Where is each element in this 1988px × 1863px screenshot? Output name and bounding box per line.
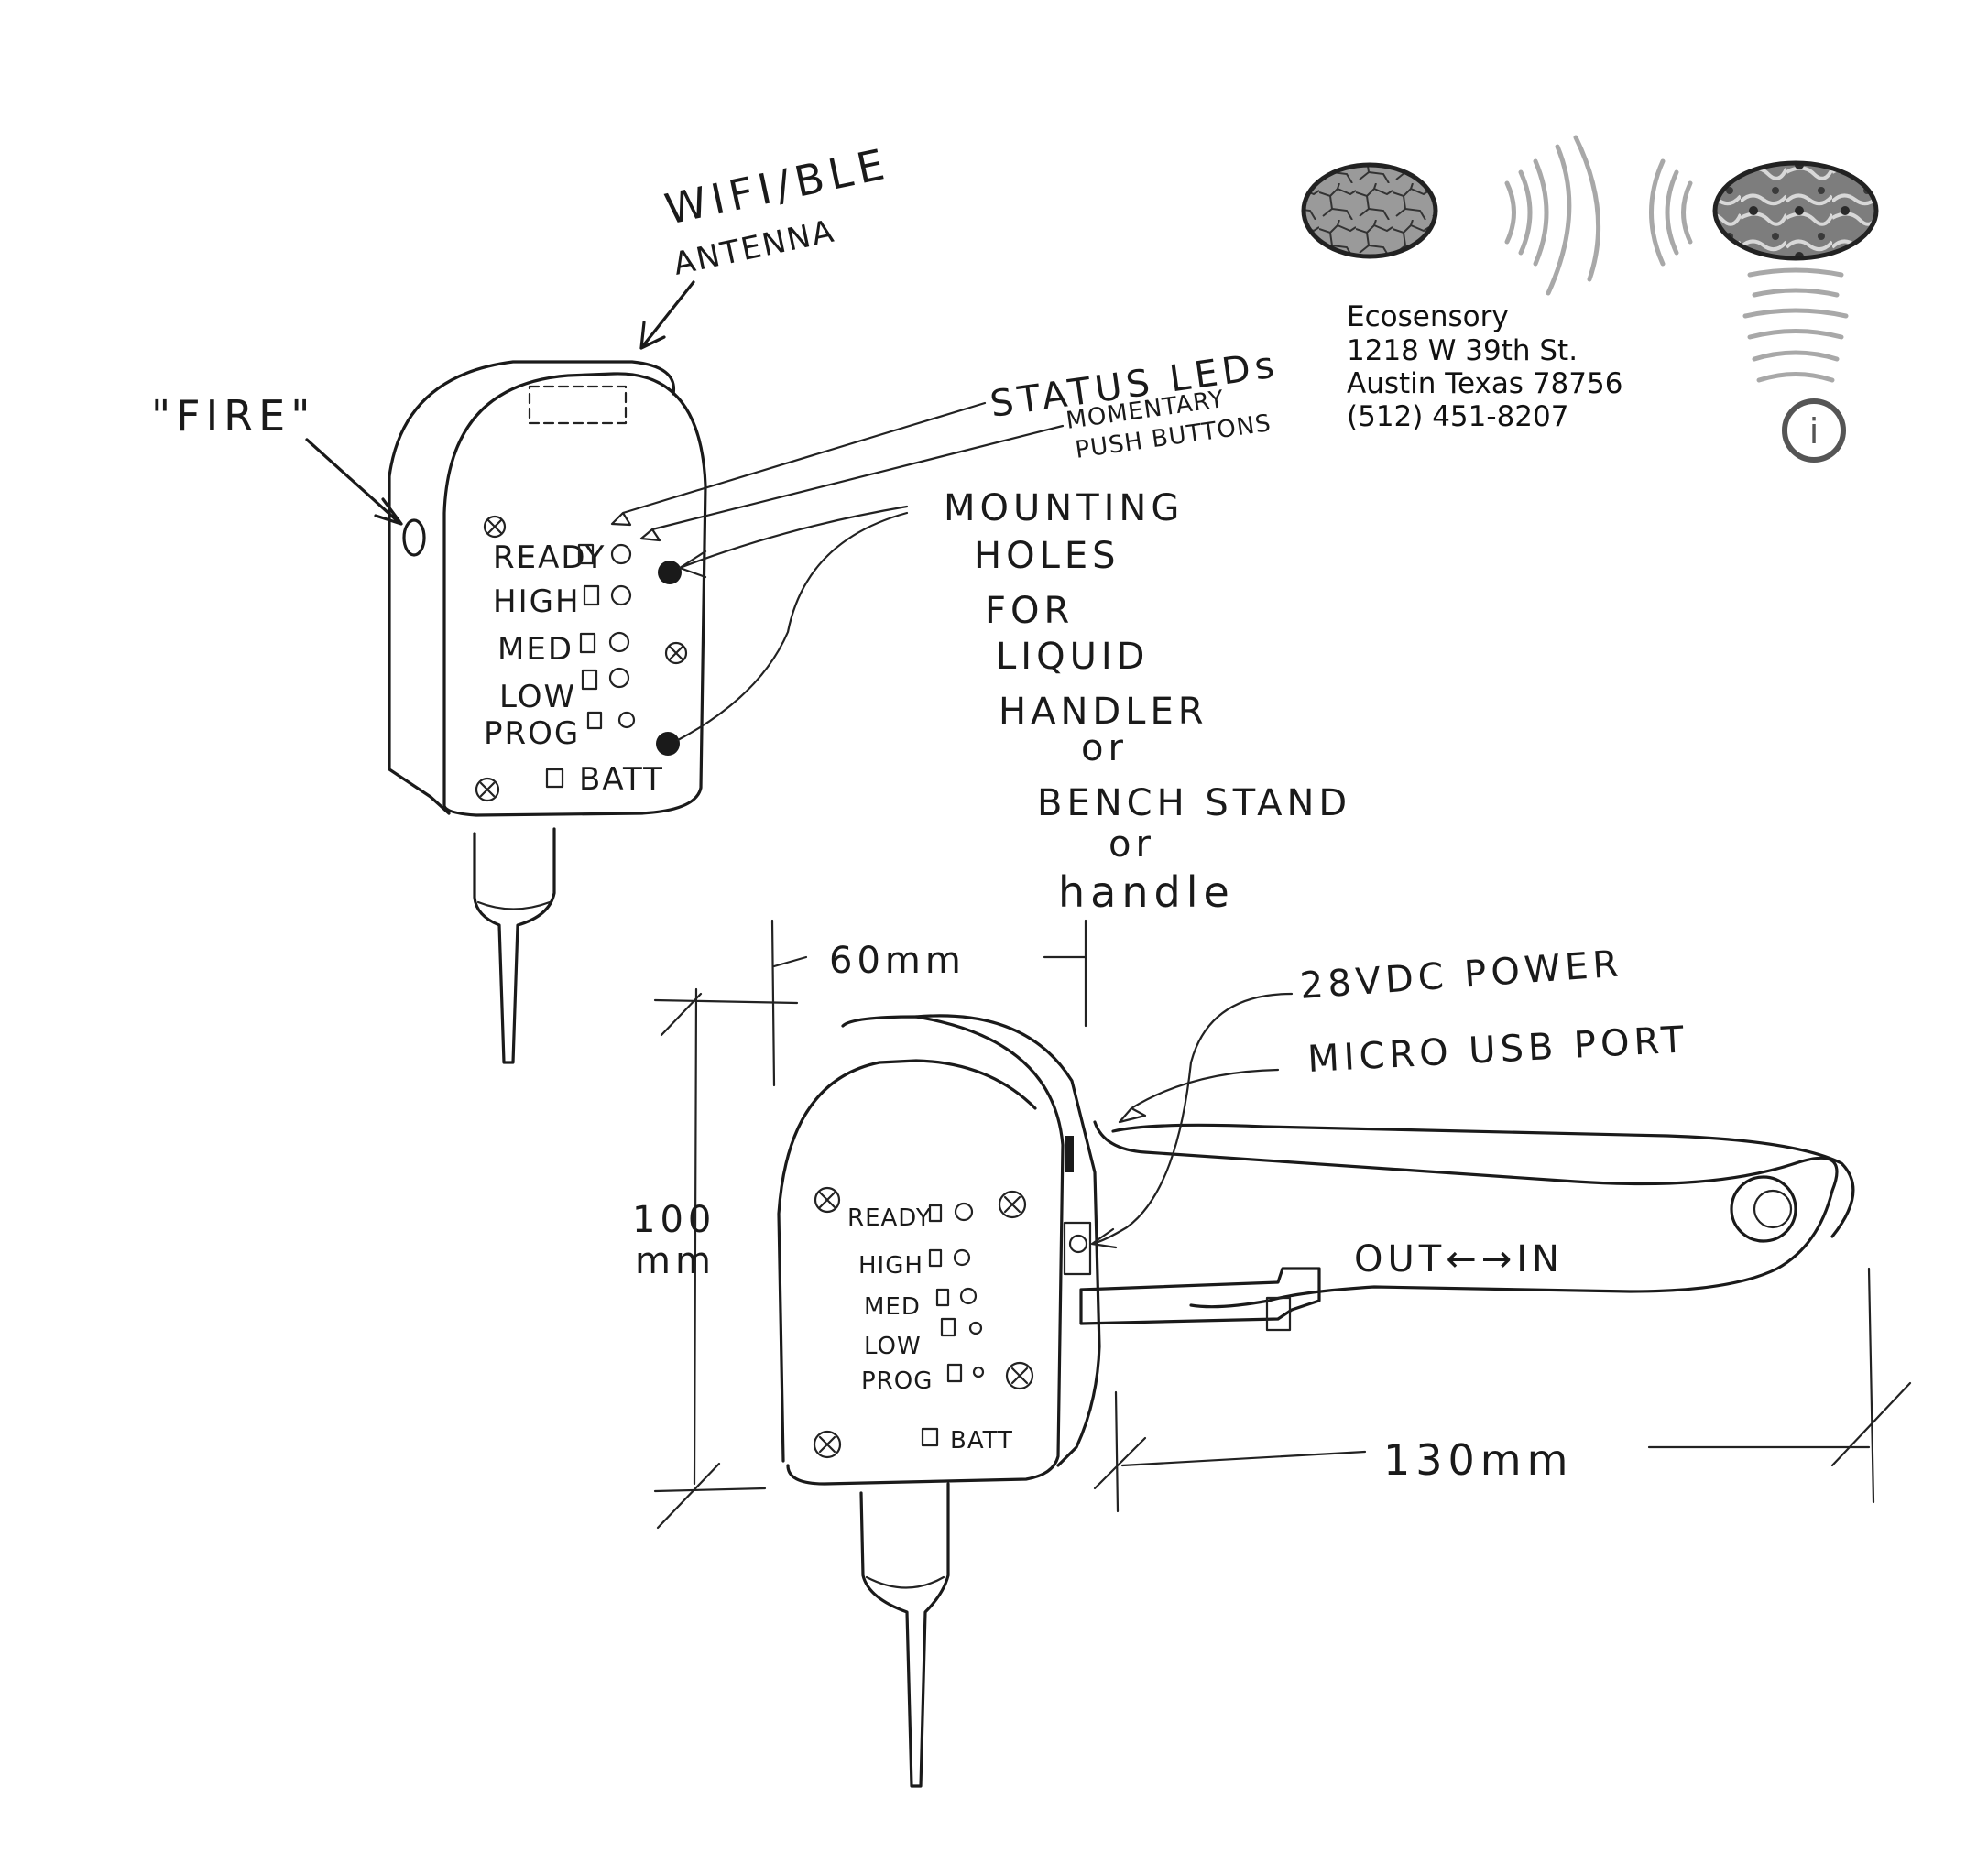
svg-text:FOR: FOR xyxy=(985,590,1074,632)
push-button xyxy=(608,631,630,653)
device-front-panel xyxy=(442,372,707,817)
ecosensory-logo: i Ecosensory 1218 W 39th St. Austin Texa… xyxy=(1301,135,1879,463)
dimension-100mm: 100 mm xyxy=(632,987,799,1530)
antenna-window xyxy=(528,385,628,425)
dimension-130mm: 130mm xyxy=(1093,1267,1912,1513)
status-led xyxy=(577,543,595,565)
address-line2: Austin Texas 78756 xyxy=(1347,367,1622,400)
side-view-device: READY HIGH MED LOW PROG BATT xyxy=(777,1014,1101,1788)
side-row-prog: PROG xyxy=(861,1367,933,1395)
push-button xyxy=(617,711,636,729)
handle-pivot-hole xyxy=(1730,1175,1797,1243)
signal-waves-icon xyxy=(1504,135,1849,383)
screw-icon xyxy=(813,1430,842,1459)
company-name: Ecosensory xyxy=(1347,300,1509,333)
screw-icon xyxy=(475,777,500,802)
device-back-shell xyxy=(388,360,676,799)
push-buttons-arrow xyxy=(639,424,1065,542)
front-batt-label: BATT xyxy=(579,761,664,798)
push-button xyxy=(954,1202,974,1222)
soil-crack-image xyxy=(1301,162,1438,259)
info-i-icon xyxy=(1782,398,1846,463)
status-led xyxy=(928,1204,943,1223)
push-button xyxy=(959,1287,978,1305)
slide-bar xyxy=(1079,1267,1321,1325)
phone-number: (512) 451-8207 xyxy=(1347,400,1568,433)
front-view-device: READY HIGH MED LOW PROG BATT xyxy=(388,360,707,1064)
antenna-label-line1: WIFI/BLE xyxy=(661,138,894,234)
push-button xyxy=(608,667,630,689)
svg-text:or: or xyxy=(1109,823,1155,866)
status-led xyxy=(579,632,596,654)
mounting-holes-label: MOUNTING HOLES FOR LIQUID HANDLER or BEN… xyxy=(944,487,1351,917)
push-button xyxy=(610,543,632,565)
status-led xyxy=(586,711,603,730)
out-in-label: OUT←→IN xyxy=(1354,1238,1564,1280)
screw-icon xyxy=(483,515,507,539)
side-row-high: HIGH xyxy=(858,1252,923,1280)
dimension-60mm: 60mm xyxy=(770,919,1087,1087)
svg-text:mm: mm xyxy=(635,1240,715,1282)
svg-text:LIQUID: LIQUID xyxy=(996,636,1149,678)
svg-text:BENCH STAND: BENCH STAND xyxy=(1037,782,1351,824)
front-row-high: HIGH xyxy=(493,583,581,620)
probe-cable xyxy=(859,1482,950,1788)
mounting-hole xyxy=(656,732,680,756)
svg-text:130mm: 130mm xyxy=(1383,1435,1573,1485)
push-button xyxy=(953,1248,971,1267)
batt-led xyxy=(545,768,564,789)
power-jack xyxy=(1063,1221,1092,1276)
mounting-hole-arrow xyxy=(678,505,909,579)
svg-text:60mm: 60mm xyxy=(829,940,966,982)
side-row-low: LOW xyxy=(864,1333,922,1360)
micro-usb-port xyxy=(1065,1136,1074,1172)
side-row-ready: READY xyxy=(847,1204,932,1232)
antenna-arrow xyxy=(639,280,695,350)
mounting-hole-arrow xyxy=(676,511,909,742)
svg-text:HOLES: HOLES xyxy=(974,535,1120,577)
mounting-hole xyxy=(658,561,682,584)
device-body xyxy=(777,1059,1037,1463)
probe-cable xyxy=(473,827,556,1064)
status-led xyxy=(928,1248,943,1268)
side-batt-label: BATT xyxy=(950,1427,1013,1454)
status-led xyxy=(583,584,600,606)
svg-text:handle: handle xyxy=(1058,867,1235,917)
svg-text:or: or xyxy=(1081,727,1128,769)
device-front-panel xyxy=(786,1015,1065,1486)
rock-stream-image xyxy=(1712,160,1879,261)
status-led xyxy=(935,1288,950,1307)
svg-text:100: 100 xyxy=(632,1199,715,1241)
usb-arrow xyxy=(1118,1068,1280,1124)
side-row-med: MED xyxy=(864,1293,921,1321)
svg-text:MOUNTING: MOUNTING xyxy=(944,487,1184,529)
power-label: 28VDC POWER xyxy=(1298,942,1623,1008)
fire-label: "FIRE" xyxy=(151,391,315,441)
push-button xyxy=(972,1366,985,1378)
status-led xyxy=(946,1363,963,1383)
power-arrow xyxy=(1090,992,1294,1249)
screw-icon xyxy=(664,641,688,665)
status-leds-arrow xyxy=(610,401,987,527)
screw-icon xyxy=(1005,1361,1034,1390)
status-led xyxy=(581,669,598,691)
push-button xyxy=(610,584,632,606)
batt-led xyxy=(921,1427,939,1447)
front-row-prog: PROG xyxy=(484,715,580,752)
handle-arm xyxy=(1079,1120,1855,1332)
fire-arrow xyxy=(305,438,403,526)
device-side-edge xyxy=(914,1014,1101,1467)
address-line1: 1218 W 39th St. xyxy=(1347,334,1578,367)
usb-label: MICRO USB PORT xyxy=(1306,1019,1689,1081)
front-row-med: MED xyxy=(497,631,573,668)
screw-icon xyxy=(998,1190,1027,1219)
logo-mark: i xyxy=(1809,411,1819,452)
svg-text:HANDLER: HANDLER xyxy=(999,691,1208,733)
screw-icon xyxy=(814,1186,841,1214)
fire-button xyxy=(402,518,426,557)
front-row-low: LOW xyxy=(499,679,576,715)
push-button xyxy=(968,1321,983,1335)
status-led xyxy=(940,1317,956,1337)
